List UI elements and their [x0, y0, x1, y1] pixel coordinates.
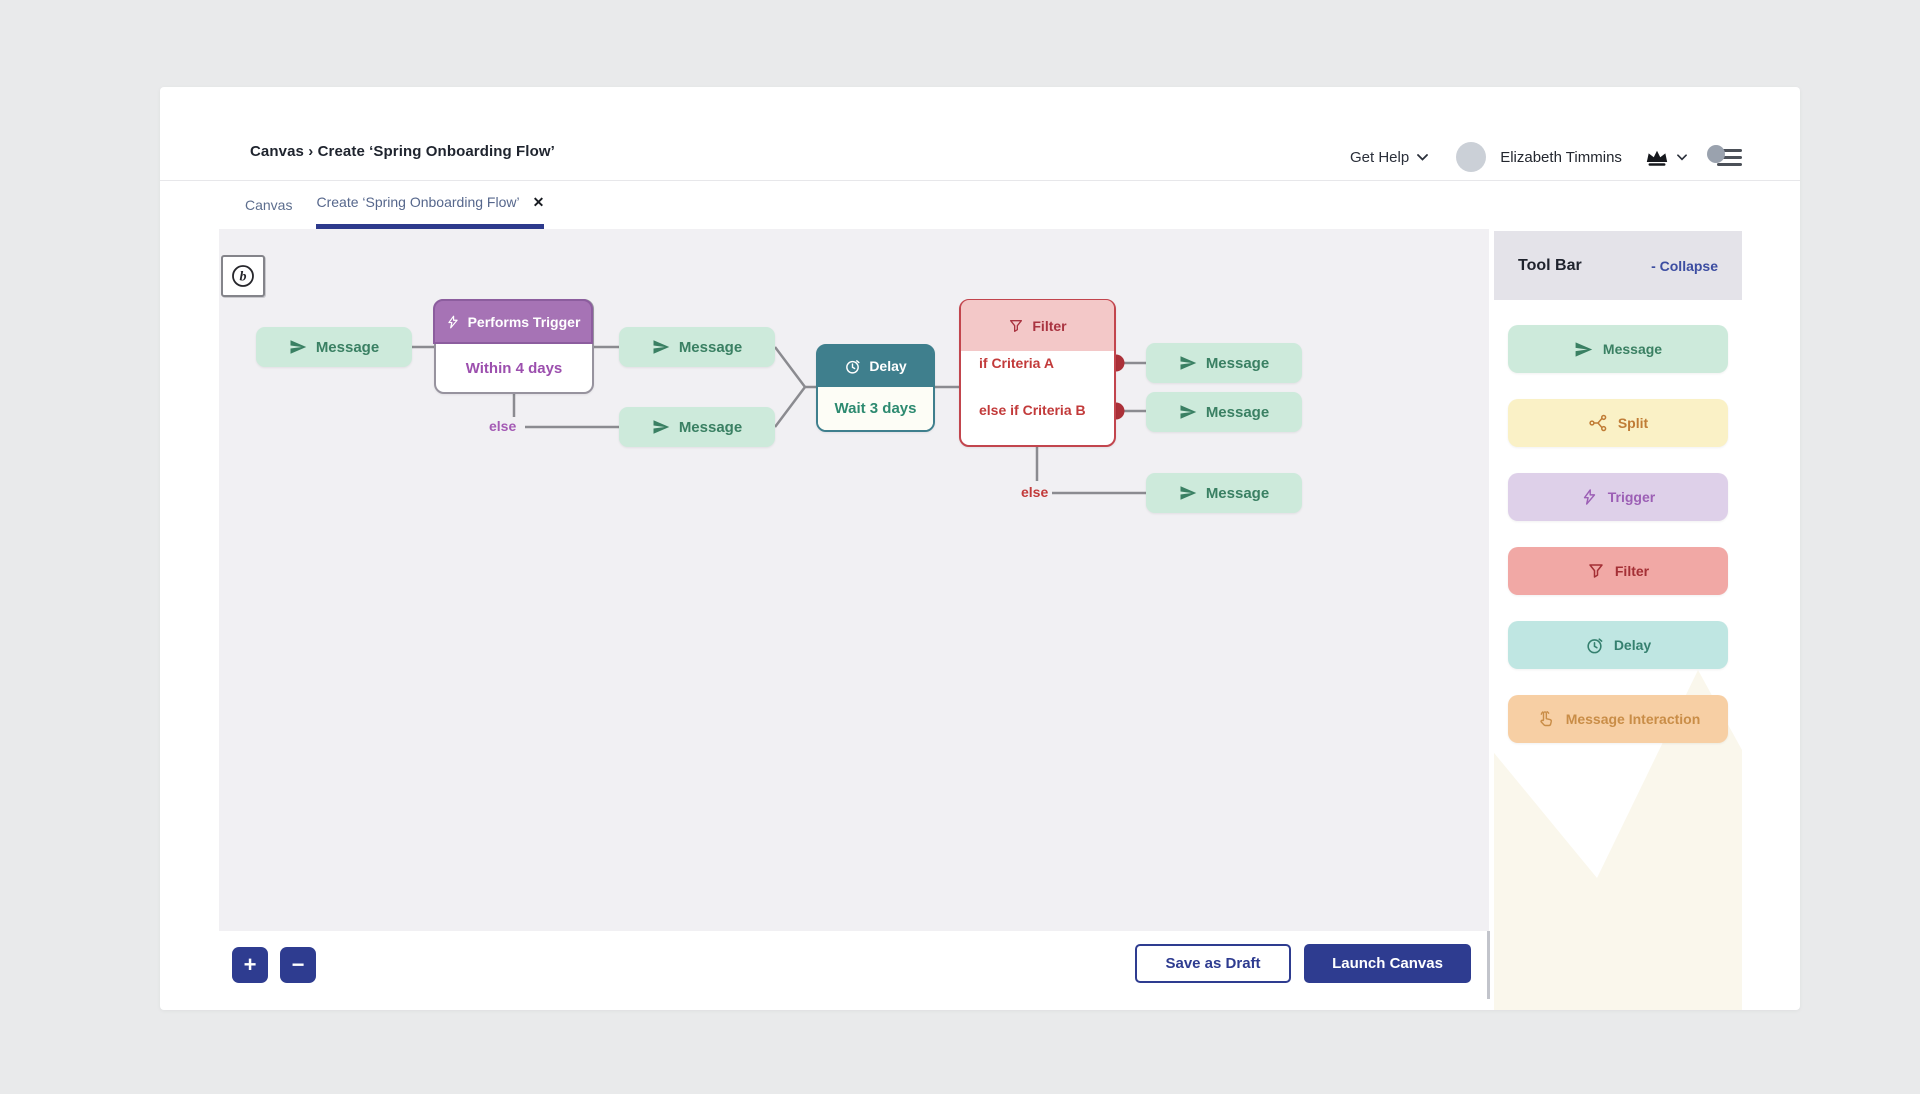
launch-canvas-button[interactable]: Launch Canvas — [1304, 944, 1471, 983]
toolbar-item-message-interaction[interactable]: Message Interaction — [1508, 695, 1728, 743]
zoom-out-button[interactable]: − — [280, 947, 316, 983]
message-node[interactable]: Message — [1146, 343, 1302, 383]
upgrade-menu[interactable] — [1644, 146, 1687, 168]
send-icon — [1180, 486, 1197, 500]
toolbar-item-message[interactable]: Message — [1508, 325, 1728, 373]
chevron-down-icon — [1417, 153, 1429, 161]
send-icon — [653, 340, 670, 354]
clock-icon — [846, 359, 860, 374]
app-window: Canvas › Create ‘Spring Onboarding Flow’… — [160, 87, 1800, 1010]
toolbar-header: Tool Bar - Collapse — [1494, 231, 1742, 300]
user-name: Elizabeth Timmins — [1500, 148, 1622, 166]
hand-tap-icon — [1540, 711, 1552, 727]
lightning-icon — [1583, 489, 1595, 505]
trigger-node-body: Within 4 days — [465, 359, 563, 377]
message-node[interactable]: Message — [1146, 473, 1302, 513]
canvas-scroll-divider — [1487, 931, 1490, 999]
svg-text:b: b — [240, 270, 247, 285]
trigger-node-header: Performs Trigger — [433, 299, 593, 344]
menu-line — [1716, 156, 1742, 159]
tab-canvas[interactable]: Canvas — [245, 197, 293, 213]
else-branch-label: else — [489, 418, 517, 434]
tab-create-flow[interactable]: Create ‘Spring Onboarding Flow’ ✕ — [316, 181, 545, 229]
else-branch-label: else — [1021, 484, 1049, 500]
send-icon — [653, 420, 670, 434]
split-icon — [1589, 414, 1607, 432]
toolbar-item-trigger[interactable]: Trigger — [1508, 473, 1728, 521]
funnel-icon — [1589, 564, 1603, 578]
send-icon — [1180, 356, 1197, 370]
braze-b-icon: b — [232, 265, 254, 287]
chevron-down-icon — [1677, 153, 1687, 160]
trigger-node[interactable]: Performs Trigger Within 4 days — [433, 299, 594, 394]
filter-node[interactable]: Filter if Criteria A else if Criteria B — [959, 299, 1116, 447]
filter-if-row[interactable]: if Criteria A — [979, 355, 1054, 371]
tab-bar: Canvas Create ‘Spring Onboarding Flow’ ✕ — [245, 181, 545, 229]
send-icon — [1575, 341, 1593, 357]
clock-icon — [1587, 637, 1603, 653]
get-help-menu[interactable]: Get Help — [1350, 148, 1429, 166]
avatar[interactable] — [1456, 142, 1487, 172]
menu-line — [1716, 149, 1742, 152]
mountain-watermark — [1494, 670, 1742, 1010]
topbar-right: Get Help Elizabeth Timmins — [1350, 139, 1745, 175]
breadcrumb: Canvas › Create ‘Spring Onboarding Flow’ — [250, 143, 555, 160]
brand-logo: b — [221, 255, 265, 297]
filter-node-header: Filter — [961, 300, 1114, 351]
main-menu-icon[interactable] — [1706, 144, 1745, 170]
toolbar-title: Tool Bar — [1518, 256, 1582, 274]
get-help-label: Get Help — [1350, 148, 1410, 166]
close-tab-icon[interactable]: ✕ — [532, 193, 545, 210]
header-divider — [160, 180, 1800, 181]
toolbar-panel: Tool Bar - Collapse Message Split Trigge… — [1494, 231, 1742, 1010]
toolbar-items: Message Split Trigger Filter — [1494, 300, 1742, 769]
lightning-icon — [447, 315, 458, 328]
menu-line — [1716, 163, 1742, 166]
crown-icon — [1646, 150, 1668, 166]
delay-node-header: Delay — [818, 345, 933, 387]
menu-status-dot — [1706, 145, 1725, 163]
canvas[interactable]: b Message Performs Trigger Within 4 days… — [219, 229, 1489, 931]
message-node[interactable]: Message — [619, 407, 775, 447]
toolbar-item-filter[interactable]: Filter — [1508, 547, 1728, 595]
message-node[interactable]: Message — [619, 327, 775, 367]
delay-node-body: Wait 3 days — [818, 387, 933, 430]
toolbar-item-split[interactable]: Split — [1508, 399, 1728, 447]
message-node[interactable]: Message — [1146, 392, 1302, 432]
toolbar-item-delay[interactable]: Delay — [1508, 621, 1728, 669]
save-as-draft-button[interactable]: Save as Draft — [1135, 944, 1291, 983]
zoom-in-button[interactable]: + — [232, 947, 268, 983]
delay-node[interactable]: Delay Wait 3 days — [816, 344, 935, 432]
send-icon — [1180, 405, 1197, 419]
filter-elseif-row[interactable]: else if Criteria B — [979, 402, 1086, 418]
message-node[interactable]: Message — [256, 327, 412, 367]
send-icon — [290, 340, 307, 354]
collapse-link[interactable]: - Collapse — [1651, 257, 1718, 274]
funnel-icon — [1010, 319, 1023, 332]
